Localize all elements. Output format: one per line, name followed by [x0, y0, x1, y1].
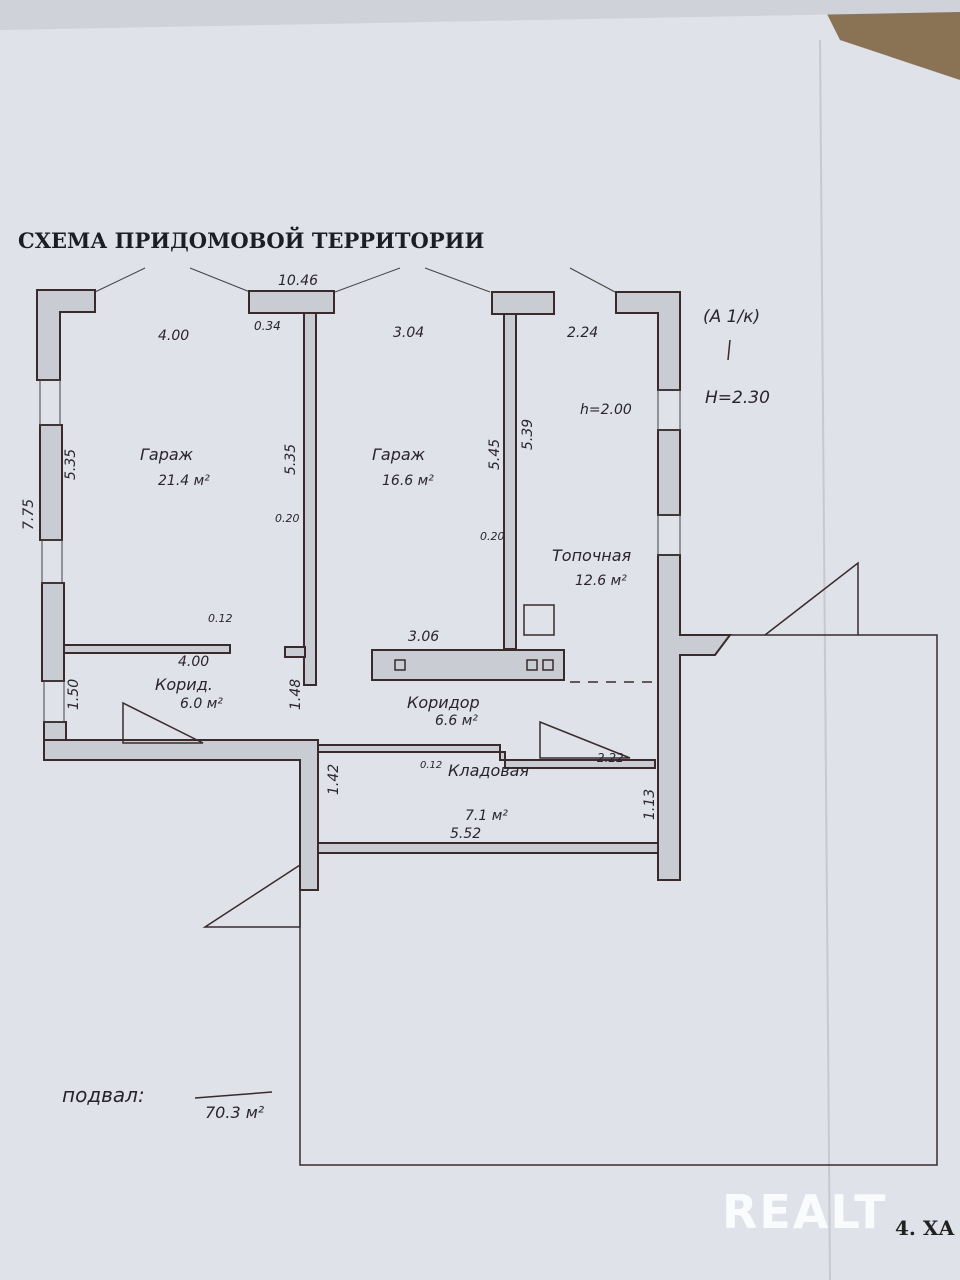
- dim-garage1-right: 5.35: [283, 444, 299, 475]
- walls: [36, 289, 732, 891]
- arrow-icon: [727, 339, 731, 361]
- dim-storage-right: 1.13: [642, 789, 658, 820]
- dim-garage2-width: 3.04: [393, 325, 424, 341]
- windows: [39, 379, 681, 723]
- dim-storage-left: 1.42: [326, 764, 342, 795]
- basement-area: 70.3 м²: [205, 1103, 265, 1122]
- room-height-note: h=2.00: [580, 402, 632, 418]
- roof-lines: [94, 267, 616, 293]
- dim-wall-b: 0.12: [420, 760, 442, 771]
- room-name-garage2: Гараж: [372, 445, 426, 464]
- room-name-corridor2: Коридор: [407, 693, 480, 712]
- dim-garage2-right: 5.45: [487, 439, 503, 470]
- basement-label: подвал:: [62, 1083, 145, 1107]
- dim-wall-a: 0.12: [208, 612, 233, 625]
- room-name-corridor1: Корид.: [155, 675, 213, 694]
- building-letter: (А 1/к): [703, 307, 760, 327]
- dim-corridor1-width: 4.00: [178, 654, 209, 670]
- room-area-garage1: 21.4 м²: [158, 473, 210, 489]
- dim-left-height: 7.75: [21, 499, 37, 530]
- plan-title: СХЕМА ПРИДОМОВОЙ ТЕРРИТОРИИ: [18, 227, 484, 253]
- section-heading: 4. ХА: [895, 1216, 955, 1240]
- table-background: [820, 0, 960, 80]
- stove-details: [394, 604, 655, 683]
- dim-corridor1-height: 1.50: [66, 679, 82, 710]
- dim-stair: 2.22: [597, 751, 624, 765]
- room-area-boiler: 12.6 м²: [575, 573, 627, 589]
- realt-watermark: REALT: [722, 1185, 888, 1239]
- dim-storage-width: 5.52: [450, 826, 481, 842]
- room-area-corridor2: 6.6 м²: [435, 713, 478, 729]
- room-area-storage: 7.1 м²: [465, 808, 508, 824]
- dim-garage1-left: 5.35: [63, 449, 79, 480]
- dim-partition2: 0.20: [480, 530, 505, 543]
- room-name-storage: Кладовая: [448, 761, 529, 780]
- dim-total-width: 10.46: [278, 273, 318, 289]
- dim-stove-width: 3.06: [408, 629, 439, 645]
- room-area-corridor1: 6.0 м²: [180, 696, 223, 712]
- room-area-garage2: 16.6 м²: [382, 473, 434, 489]
- building-height-note: H=2.30: [705, 388, 770, 408]
- paper-fold: [819, 39, 831, 1280]
- dim-boiler-left: 5.39: [520, 419, 536, 450]
- dim-boiler-width: 2.24: [567, 325, 598, 341]
- room-name-boiler: Топочная: [552, 546, 632, 565]
- room-name-garage1: Гараж: [140, 445, 194, 464]
- dim-garage1-width: 4.00: [158, 328, 189, 344]
- dim-wall: 0.34: [254, 319, 281, 333]
- dim-door: 1.48: [288, 679, 304, 710]
- dim-partition1: 0.20: [275, 512, 300, 525]
- yard-outline: [299, 634, 938, 1166]
